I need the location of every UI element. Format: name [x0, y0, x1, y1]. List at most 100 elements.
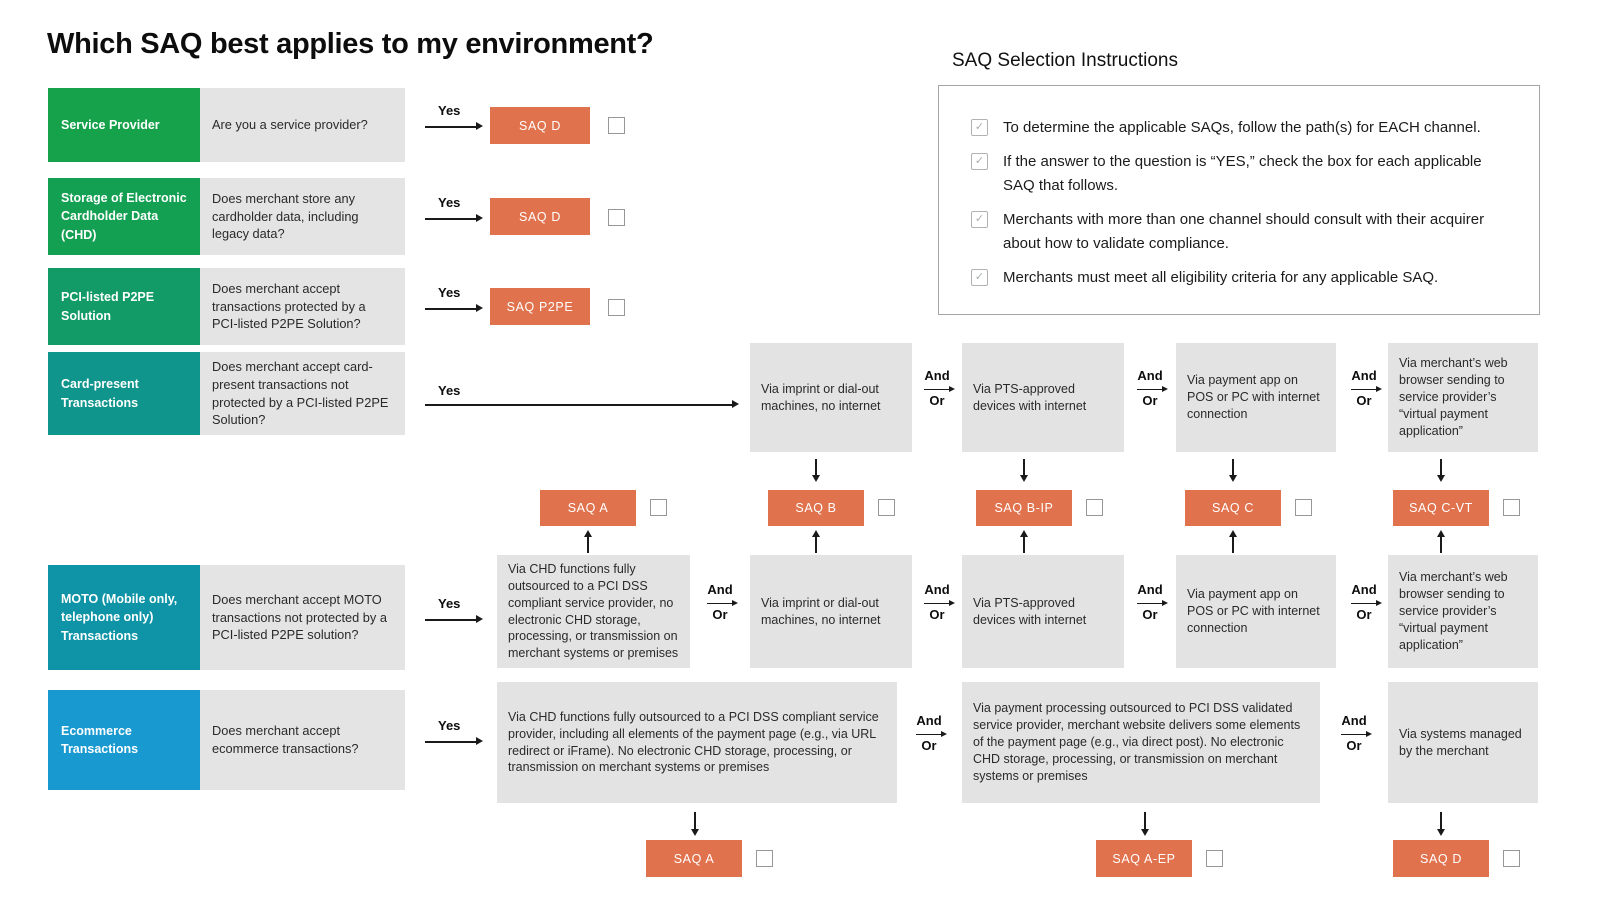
flow-arrow-up — [584, 530, 591, 553]
channel-card-present-payment-app: Via payment app on POS or PC with intern… — [1176, 343, 1336, 452]
instruction-checkbox[interactable]: ✓ — [971, 119, 988, 136]
saq-checkbox-b[interactable] — [878, 499, 895, 516]
flow-arrow-down — [1437, 459, 1444, 482]
saq-checkbox-c-vt[interactable] — [1503, 499, 1520, 516]
yes-arrow — [425, 123, 483, 130]
channel-card-present-web-browser: Via merchant’s web browser sending to se… — [1388, 343, 1538, 452]
andor-arrow — [924, 600, 955, 606]
andor-connector: And Or — [1342, 368, 1386, 409]
channel-ecommerce-merchant-systems: Via systems managed by the merchant — [1388, 682, 1538, 803]
andor-connector: And Or — [915, 582, 959, 623]
saq-box-a-bottom: SAQ A — [646, 840, 742, 877]
andor-arrow — [1137, 386, 1168, 392]
andor-arrow — [1351, 386, 1382, 392]
and-label: And — [1137, 368, 1163, 383]
check-icon: ✓ — [974, 121, 985, 133]
yes-arrow — [425, 616, 483, 623]
instruction-text: Merchants must meet all eligibility crit… — [1003, 269, 1439, 286]
or-label: Or — [1346, 738, 1362, 754]
instruction-item: ✓ To determine the applicable SAQs, foll… — [971, 116, 1515, 140]
andor-arrow — [1341, 731, 1372, 737]
channel-ecommerce-partially-outsourced: Via payment processing outsourced to PCI… — [962, 682, 1320, 803]
category-ecommerce: Ecommerce Transactions — [48, 690, 200, 790]
saq-box-p2pe: SAQ P2PE — [490, 288, 590, 325]
flow-arrow-up — [1437, 530, 1444, 553]
andor-arrow — [1351, 600, 1382, 606]
saq-checkbox-a-ep[interactable] — [1206, 850, 1223, 867]
yes-label: Yes — [438, 596, 461, 611]
check-icon: ✓ — [974, 271, 985, 283]
instructions-title: SAQ Selection Instructions — [952, 50, 1178, 71]
or-label: Or — [1142, 607, 1158, 623]
question-ecommerce: Does merchant accept ecommerce transacti… — [200, 690, 405, 790]
channel-moto-imprint: Via imprint or dial-out machines, no int… — [750, 555, 912, 668]
or-label: Or — [929, 393, 945, 409]
flow-arrow-up — [1020, 530, 1027, 553]
andor-arrow — [1137, 600, 1168, 606]
flow-arrow-down — [1141, 812, 1148, 836]
saq-checkbox-p2pe[interactable] — [608, 299, 625, 316]
saq-checkbox-d-bottom[interactable] — [1503, 850, 1520, 867]
or-label: Or — [1142, 393, 1158, 409]
andor-connector: And Or — [698, 582, 742, 623]
yes-label: Yes — [438, 718, 461, 733]
andor-arrow — [924, 386, 955, 392]
question-moto: Does merchant accept MOTO transactions n… — [200, 565, 405, 670]
check-icon: ✓ — [974, 155, 985, 167]
instructions-panel: ✓ To determine the applicable SAQs, foll… — [938, 85, 1540, 315]
yes-arrow — [425, 305, 483, 312]
category-moto: MOTO (Mobile only, telephone only) Trans… — [48, 565, 200, 670]
flow-arrow-down — [691, 812, 698, 836]
flow-arrow-down — [1020, 459, 1027, 482]
saq-checkbox-a-bottom[interactable] — [756, 850, 773, 867]
flow-arrow-down — [812, 459, 819, 482]
channel-moto-payment-app: Via payment app on POS or PC with intern… — [1176, 555, 1336, 668]
yes-arrow-long — [425, 401, 739, 408]
category-service-provider: Service Provider — [48, 88, 200, 162]
saq-box-c: SAQ C — [1185, 490, 1281, 526]
question-p2pe: Does merchant accept transactions protec… — [200, 268, 405, 345]
flow-arrow-down — [1229, 459, 1236, 482]
and-label: And — [1351, 368, 1377, 383]
instruction-checkbox[interactable]: ✓ — [971, 153, 988, 170]
yes-label: Yes — [438, 103, 461, 118]
and-label: And — [924, 582, 950, 597]
saq-box-a-ep: SAQ A-EP — [1096, 840, 1192, 877]
flow-arrow-up — [812, 530, 819, 553]
channel-moto-web-browser: Via merchant’s web browser sending to se… — [1388, 555, 1538, 668]
andor-connector: And Or — [1342, 582, 1386, 623]
saq-checkbox-a-mid[interactable] — [650, 499, 667, 516]
channel-ecommerce-fully-outsourced: Via CHD functions fully outsourced to a … — [497, 682, 897, 803]
category-storage-chd: Storage of Electronic Cardholder Data (C… — [48, 178, 200, 255]
flow-arrow-down — [1437, 812, 1444, 836]
saq-checkbox-d-storage-chd[interactable] — [608, 209, 625, 226]
category-card-present: Card-present Transactions — [48, 352, 200, 435]
instruction-item: ✓ If the answer to the question is “YES,… — [971, 150, 1515, 198]
and-label: And — [707, 582, 733, 597]
and-label: And — [916, 713, 942, 728]
saq-box-storage-chd: SAQ D — [490, 198, 590, 235]
yes-label: Yes — [438, 285, 461, 300]
andor-connector: And Or — [1332, 713, 1376, 754]
channel-card-present-pts: Via PTS-approved devices with internet — [962, 343, 1124, 452]
channel-moto-outsourced: Via CHD functions fully outsourced to a … — [497, 555, 690, 668]
saq-checkbox-d-service-provider[interactable] — [608, 117, 625, 134]
instruction-item: ✓ Merchants with more than one channel s… — [971, 208, 1515, 256]
andor-connector: And Or — [915, 368, 959, 409]
yes-label: Yes — [438, 195, 461, 210]
instruction-checkbox[interactable]: ✓ — [971, 269, 988, 286]
saq-checkbox-b-ip[interactable] — [1086, 499, 1103, 516]
saq-checkbox-c[interactable] — [1295, 499, 1312, 516]
page-title: Which SAQ best applies to my environment… — [47, 28, 654, 60]
saq-box-b: SAQ B — [768, 490, 864, 526]
instruction-item: ✓ Merchants must meet all eligibility cr… — [971, 266, 1515, 290]
channel-card-present-imprint: Via imprint or dial-out machines, no int… — [750, 343, 912, 452]
andor-connector: And Or — [907, 713, 951, 754]
instruction-checkbox[interactable]: ✓ — [971, 211, 988, 228]
or-label: Or — [1356, 393, 1372, 409]
flow-arrow-up — [1229, 530, 1236, 553]
and-label: And — [924, 368, 950, 383]
question-service-provider: Are you a service provider? — [200, 88, 405, 162]
saq-box-a-mid: SAQ A — [540, 490, 636, 526]
category-p2pe: PCI-listed P2PE Solution — [48, 268, 200, 345]
